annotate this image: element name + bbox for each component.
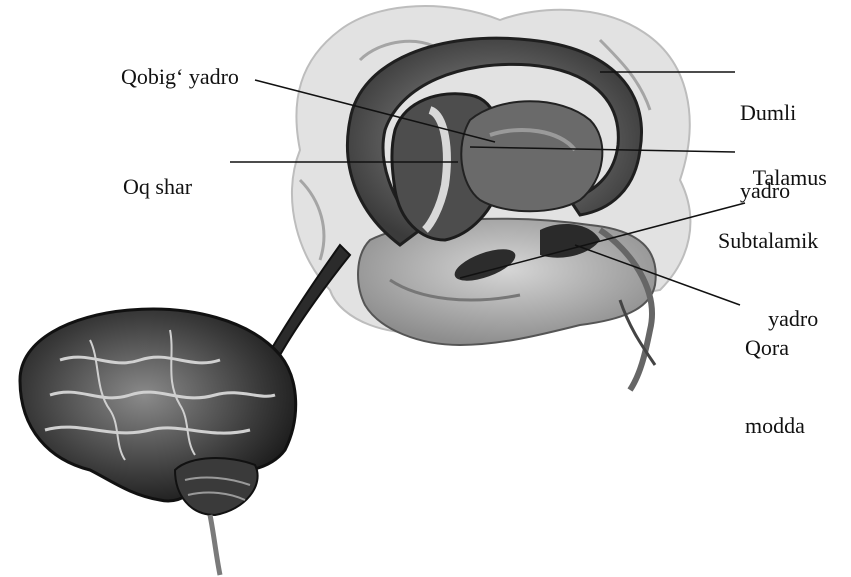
connector-stem: [262, 245, 350, 365]
label-oq-shar-text: Oq shar: [123, 174, 192, 199]
label-qobig-yadro-text: Qobig‘ yadro: [121, 64, 239, 89]
label-qora-line1: Qora: [745, 335, 805, 361]
label-dumli-line1: Dumli: [740, 100, 796, 126]
thalamus: [461, 101, 602, 211]
label-subtalamik-line1: Subtalamik: [718, 228, 818, 254]
whole-brain: [20, 309, 296, 575]
label-oq-shar: Oq shar: [112, 148, 192, 200]
label-qobig-yadro: Qobig‘ yadro: [110, 38, 239, 90]
label-qora-modda: Qora modda: [745, 283, 805, 465]
label-qora-line2: modda: [745, 413, 805, 439]
